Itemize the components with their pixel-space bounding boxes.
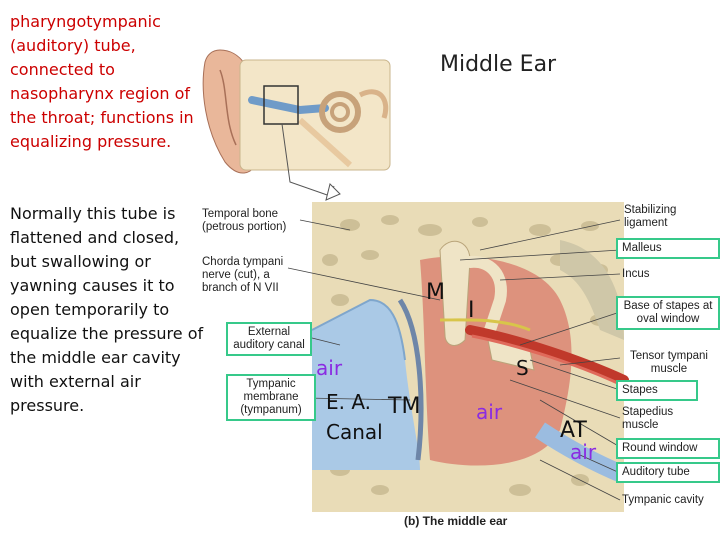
label-round-window: Round window — [616, 438, 720, 459]
figure-caption: (b) The middle ear — [404, 514, 507, 528]
label-auditory-tube: Auditory tube — [616, 462, 720, 483]
label-tympanic-membrane: Tympanic membrane (tympanum) — [226, 374, 316, 421]
label-incus: Incus — [622, 268, 710, 281]
annotation-m: M — [426, 280, 445, 305]
label-temporal-bone: Temporal bone (petrous portion) — [202, 208, 302, 234]
annotation-ea: E. A. — [326, 390, 371, 414]
annotation-at: AT — [560, 418, 587, 443]
annotation-air-right: air — [570, 440, 596, 464]
label-base-of-stapes: Base of stapes at oval window — [616, 296, 720, 330]
middle-ear-panel — [312, 202, 624, 512]
label-stapedius-muscle: Stapedius muscle — [622, 406, 710, 432]
outer-ear-thumbnail — [203, 50, 390, 200]
label-tensor-tympani: Tensor tympani muscle — [622, 350, 716, 376]
label-stapes: Stapes — [616, 380, 698, 401]
label-external-auditory-canal: External auditory canal — [226, 322, 312, 356]
annotation-canal: Canal — [326, 420, 383, 444]
annotation-i: I — [468, 298, 475, 323]
label-malleus: Malleus — [616, 238, 720, 259]
annotation-air-left: air — [316, 356, 342, 380]
annotation-air-middle: air — [476, 400, 502, 424]
label-stabilizing-ligament: Stabilizing ligament — [624, 204, 714, 230]
annotation-s: S — [516, 356, 529, 380]
label-chorda-tympani: Chorda tympani nerve (cut), a branch of … — [202, 256, 302, 295]
label-tympanic-cavity: Tympanic cavity — [622, 494, 716, 507]
annotation-tm: TM — [388, 394, 420, 419]
